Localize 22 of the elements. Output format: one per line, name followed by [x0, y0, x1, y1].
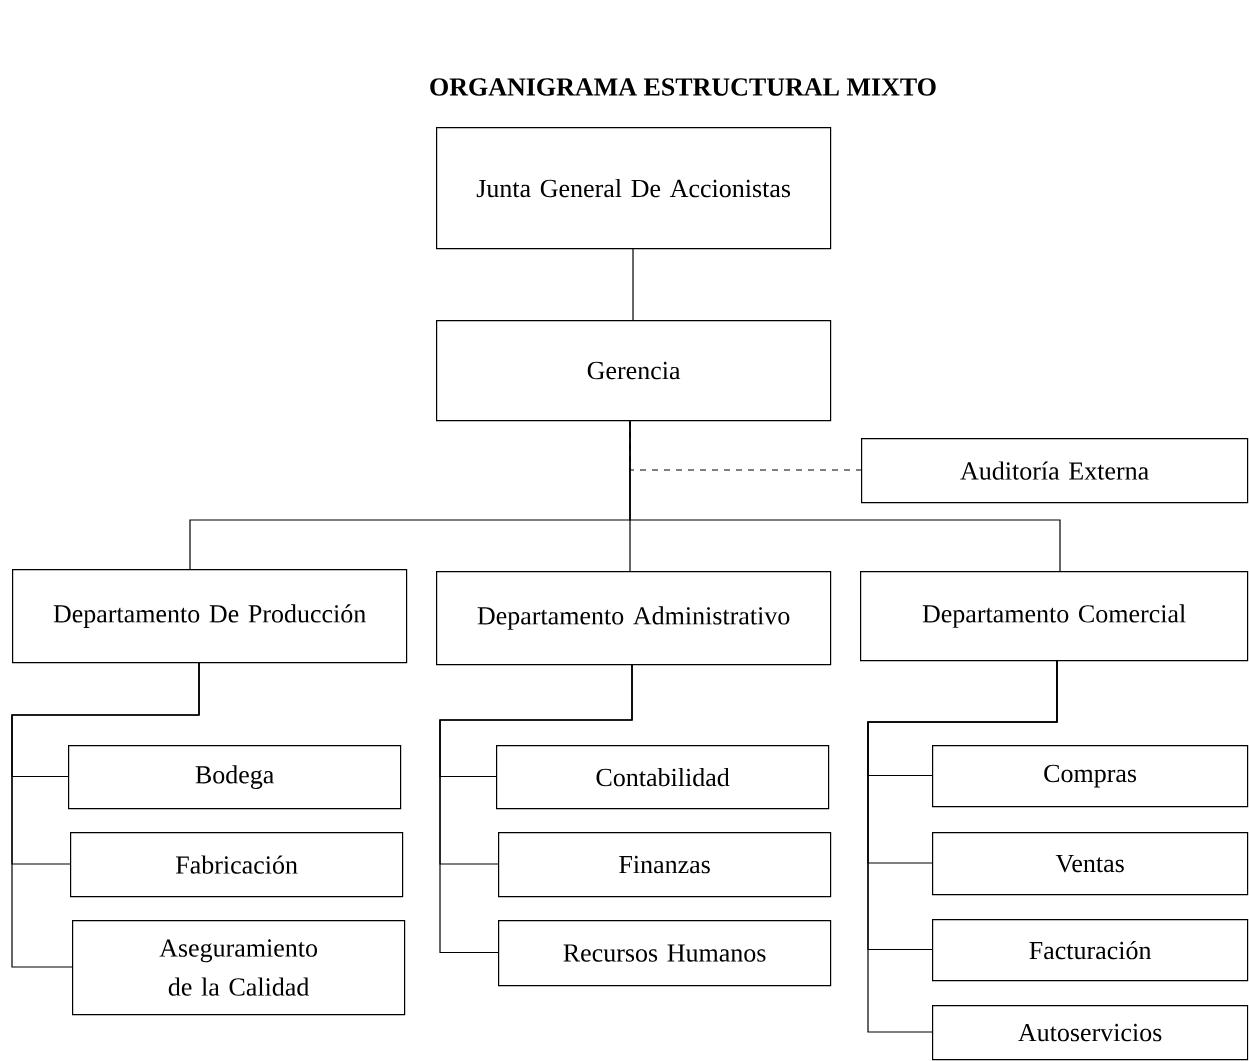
- org-box: Auditoría Externa: [861, 438, 1249, 504]
- org-box: Ventas: [932, 832, 1249, 896]
- connector-line: [439, 663, 633, 954]
- org-box: Recursos Humanos: [498, 920, 832, 987]
- org-box: Gerencia: [436, 320, 832, 422]
- connector-line: [632, 247, 634, 321]
- connector-line: [867, 659, 1058, 1033]
- org-box: Bodega: [68, 745, 402, 810]
- org-box: Departamento Comercial: [860, 571, 1249, 662]
- org-box: Departamento De Producción: [12, 569, 408, 664]
- org-box: Contabilidad: [496, 745, 830, 810]
- org-box: Autoservicios: [932, 1005, 1249, 1061]
- org-box: Compras: [932, 745, 1249, 808]
- chart-title: ORGANIGRAMA ESTRUCTURAL MIXTO: [430, 78, 936, 96]
- org-box: Aseguramiento de la Calidad: [72, 920, 406, 1016]
- org-box: Junta General De Accionistas: [436, 127, 832, 250]
- connector-line: [11, 661, 200, 968]
- org-box: Finanzas: [498, 832, 832, 898]
- org-box: Departamento Administrativo: [436, 571, 832, 666]
- org-box: Facturación: [932, 919, 1249, 982]
- connector-line: [629, 419, 1061, 572]
- org-box: Fabricación: [70, 832, 404, 898]
